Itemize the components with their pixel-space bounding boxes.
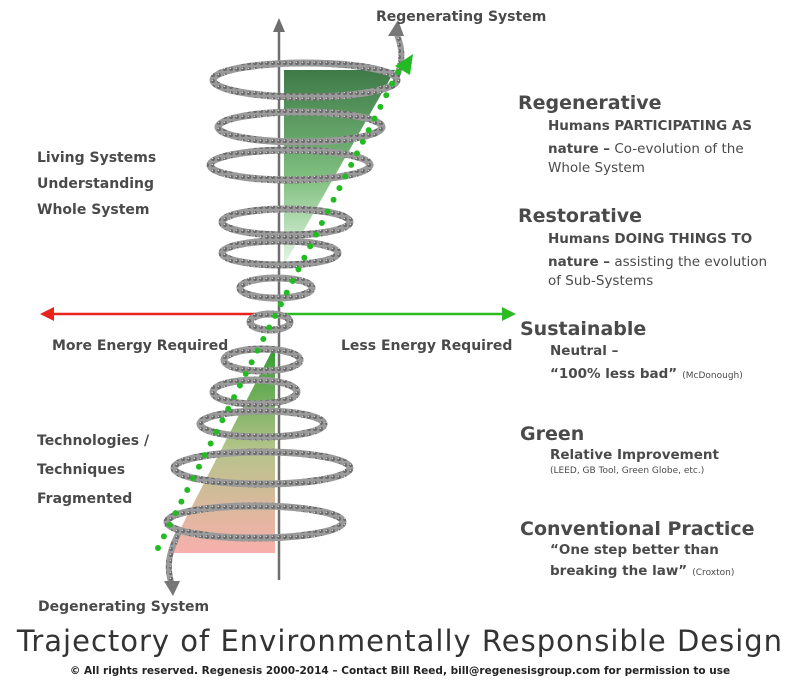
stage-title: Conventional Practice (520, 518, 755, 540)
stage-line: nature – Co-evolution of the (548, 138, 752, 159)
upper-left-labels: Living Systems Understanding Whole Syste… (37, 145, 156, 223)
spiral-bottom-tail (165, 528, 183, 586)
upper-left-line: Living Systems (37, 150, 157, 166)
vertical-axis-arrowhead (273, 18, 285, 32)
spiral-ring (214, 108, 386, 146)
stage-regenerative: Regenerative Humans PARTICIPATING AS nat… (518, 92, 752, 177)
spiral-ring (196, 407, 328, 441)
stage-citation: (Croxton) (692, 568, 735, 578)
spiral-ring (220, 345, 304, 375)
lower-left-line: Fragmented (37, 491, 133, 507)
stage-quote: “100% less bad” (550, 366, 678, 382)
stage-sustainable: Sustainable Neutral – “100% less bad” (M… (520, 318, 743, 387)
diagram-title: Trajectory of Environmentally Responsibl… (16, 624, 784, 658)
right-arrowhead (502, 307, 516, 321)
stage-restorative: Restorative Humans DOING THINGS TO natur… (518, 205, 767, 290)
spiral-ring (218, 237, 342, 269)
spiral-ring (209, 376, 301, 408)
lower-left-line: Technologies / (37, 433, 150, 449)
spiral-coil (163, 59, 401, 542)
stage-title: Sustainable (520, 318, 647, 340)
dotted-trajectory-line (155, 69, 401, 551)
upper-left-line: Understanding (37, 176, 155, 192)
stage-conventional: Conventional Practice “One step better t… (520, 518, 755, 583)
stage-line: (LEED, GB Tool, Green Globe, etc.) (550, 466, 705, 476)
spiral-ring (236, 274, 316, 302)
stage-line-bold: nature – (548, 141, 611, 157)
lower-left-labels: Technologies / Techniques Fragmented (37, 427, 149, 514)
lower-left-line: Techniques (37, 462, 126, 478)
stage-line: nature – assisting the evolution (548, 251, 767, 272)
bottom-label: Degenerating System (38, 599, 210, 615)
stage-title: Regenerative (518, 92, 662, 114)
dotted-trajectory-arrowhead (395, 54, 413, 75)
stage-line: Humans PARTICIPATING AS (548, 118, 753, 134)
upper-left-line: Whole System (37, 202, 150, 218)
stage-line: breaking the law” (Croxton) (550, 560, 755, 583)
stage-green: Green Relative Improvement (LEED, GB Too… (520, 423, 719, 478)
spiral-ring (206, 146, 374, 184)
stage-line-rest: Co-evolution of the (610, 141, 744, 157)
stage-citation: (McDonough) (682, 371, 743, 381)
copyright-footer: © All rights reserved. Regenesis 2000-20… (69, 665, 731, 677)
spiral-ring (170, 448, 354, 488)
stage-title: Restorative (518, 205, 643, 227)
less-energy-label: Less Energy Required (341, 338, 513, 354)
stage-line: Whole System (548, 160, 645, 176)
spiral-top-arrowhead (388, 20, 404, 36)
top-label: Regenerating System (376, 9, 547, 25)
spiral-ring (218, 205, 354, 239)
more-energy-label: More Energy Required (52, 338, 229, 354)
stage-line: Humans DOING THINGS TO (548, 231, 753, 247)
stage-line: Relative Improvement (550, 447, 719, 463)
stage-line-bold: nature – (548, 254, 611, 270)
stage-title: Green (520, 423, 585, 445)
left-arrowhead (40, 307, 54, 321)
stage-line: of Sub-Systems (548, 273, 654, 289)
stage-line: “100% less bad” (McDonough) (550, 362, 743, 387)
stage-line: Neutral – (550, 343, 619, 359)
stage-quote: breaking the law” (550, 563, 688, 579)
spiral-bottom-arrowhead (164, 581, 180, 596)
spiral-ring (163, 502, 347, 542)
lower-gradient-triangle (168, 345, 275, 553)
stage-line-rest: assisting the evolution (610, 254, 768, 270)
stage-line: “One step better than (550, 542, 719, 558)
